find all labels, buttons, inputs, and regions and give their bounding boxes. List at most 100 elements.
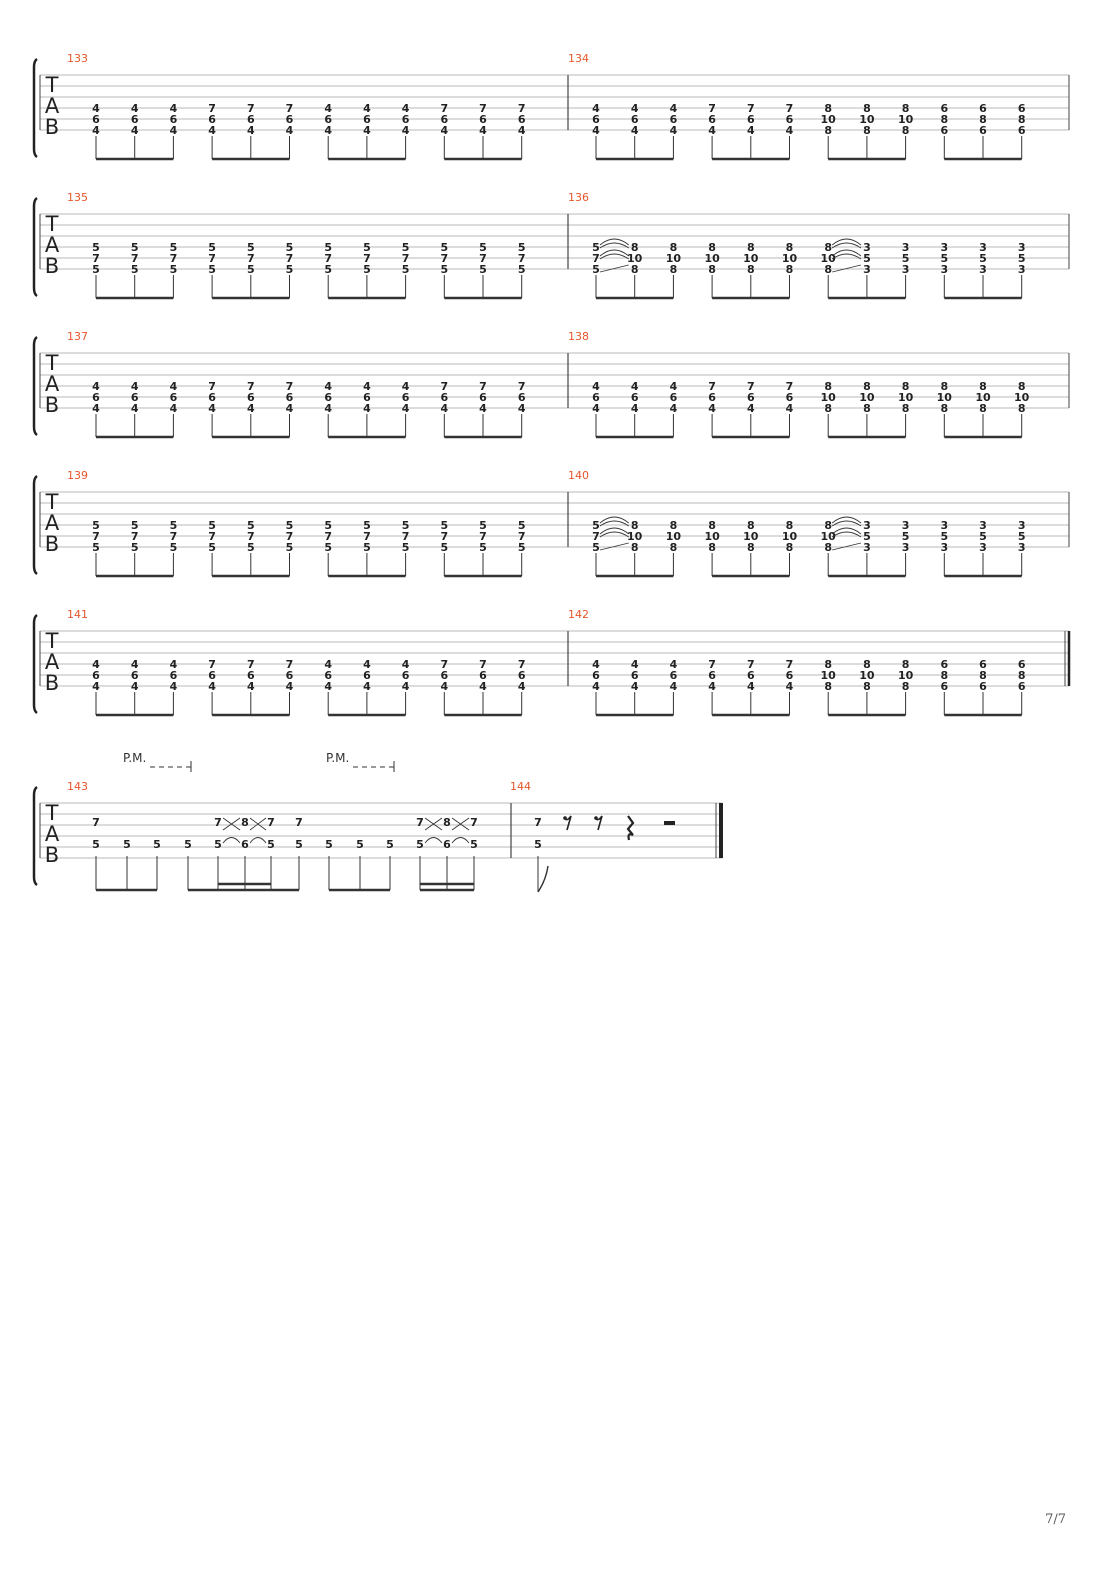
fret-number: 7 — [247, 380, 255, 393]
fret-number: 4 — [247, 680, 255, 693]
fret-number: 10 — [821, 252, 837, 265]
tab-clef-letter: A — [45, 233, 60, 257]
fret-number: 7 — [208, 380, 216, 393]
fret-number: 5 — [286, 241, 294, 254]
fret-number: 3 — [863, 519, 871, 532]
fret-number: 4 — [402, 680, 410, 693]
fret-number: 7 — [92, 816, 100, 829]
fret-number: 7 — [747, 658, 755, 671]
fret-number: 4 — [170, 680, 178, 693]
fret-number: 7 — [518, 658, 526, 671]
fret-number: 4 — [631, 380, 639, 393]
fret-number: 10 — [666, 530, 682, 543]
fret-number: 10 — [898, 113, 914, 126]
fret-number: 8 — [1018, 113, 1026, 126]
fret-number: 5 — [863, 252, 871, 265]
fret-number: 4 — [402, 380, 410, 393]
fret-number: 7 — [416, 816, 424, 829]
fret-number: 6 — [440, 113, 448, 126]
fret-number: 6 — [940, 102, 948, 115]
fret-number: 4 — [286, 402, 294, 415]
fret-number: 6 — [286, 113, 294, 126]
fret-number: 8 — [747, 263, 755, 276]
fret-number: 6 — [979, 124, 987, 137]
system-bracket — [32, 785, 38, 887]
fret-number: 6 — [92, 669, 100, 682]
fret-number: 4 — [670, 402, 678, 415]
slide-arc — [599, 253, 629, 260]
fret-number: 5 — [386, 838, 394, 851]
fret-number: 8 — [902, 680, 910, 693]
fret-number: 3 — [979, 263, 987, 276]
fret-number: 3 — [902, 519, 910, 532]
fret-number: 6 — [592, 113, 600, 126]
fret-number: 4 — [670, 380, 678, 393]
fret-number: 4 — [131, 402, 139, 415]
fret-number: 8 — [902, 658, 910, 671]
measure-number: 141 — [67, 608, 88, 621]
fret-number: 6 — [1018, 658, 1026, 671]
fret-number: 5 — [402, 541, 410, 554]
fret-number: 4 — [402, 402, 410, 415]
measure-number: 139 — [67, 469, 88, 482]
fret-number: 5 — [324, 263, 332, 276]
fret-number: 7 — [708, 658, 716, 671]
fret-number: 8 — [241, 816, 249, 829]
fret-number: 4 — [670, 124, 678, 137]
fret-number: 7 — [440, 658, 448, 671]
fret-number: 4 — [518, 124, 526, 137]
fret-number: 7 — [479, 252, 487, 265]
tab-clef-letter: B — [45, 115, 59, 139]
slide-line — [599, 542, 629, 551]
fret-number: 5 — [940, 530, 948, 543]
fret-number: 3 — [863, 241, 871, 254]
slide-arc — [831, 527, 862, 535]
fret-number: 3 — [1018, 241, 1026, 254]
fret-number: 4 — [518, 680, 526, 693]
slide-arc — [599, 531, 629, 538]
fret-number: 8 — [979, 113, 987, 126]
fret-number: 6 — [631, 391, 639, 404]
fret-number: 6 — [786, 669, 794, 682]
fret-number: 8 — [863, 380, 871, 393]
fret-number: 4 — [208, 680, 216, 693]
fret-number: 8 — [940, 380, 948, 393]
fret-number: 5 — [131, 519, 139, 532]
measure-number: 134 — [568, 52, 589, 65]
tab-clef-letter: A — [45, 511, 60, 535]
fret-number: 6 — [940, 658, 948, 671]
fret-number: 5 — [592, 519, 600, 532]
fret-number: 6 — [979, 680, 987, 693]
measure-number: 140 — [568, 469, 589, 482]
fret-number: 6 — [670, 669, 678, 682]
fret-number: 3 — [902, 263, 910, 276]
tab-clef-letter: A — [45, 372, 60, 396]
fret-number: 5 — [324, 241, 332, 254]
fret-number: 5 — [324, 541, 332, 554]
fret-number: 3 — [979, 241, 987, 254]
fret-number: 5 — [170, 519, 178, 532]
fret-number: 4 — [402, 124, 410, 137]
fret-number: 6 — [1018, 124, 1026, 137]
fret-number: 7 — [286, 530, 294, 543]
fret-number: 4 — [363, 124, 371, 137]
fret-number: 6 — [592, 669, 600, 682]
fret-number: 8 — [443, 816, 451, 829]
fret-number: 7 — [324, 530, 332, 543]
fret-number: 7 — [295, 816, 303, 829]
fret-number: 8 — [863, 402, 871, 415]
fret-number: 3 — [940, 263, 948, 276]
fret-number: 7 — [324, 252, 332, 265]
fret-number: 4 — [131, 380, 139, 393]
fret-number: 5 — [208, 519, 216, 532]
fret-number: 4 — [92, 680, 100, 693]
fret-number: 4 — [208, 124, 216, 137]
fret-number: 4 — [592, 124, 600, 137]
slide-arc — [831, 238, 862, 246]
fret-number: 7 — [440, 530, 448, 543]
fret-number: 8 — [940, 402, 948, 415]
fret-number: 7 — [402, 530, 410, 543]
quarter-rest — [626, 815, 635, 841]
fret-number: 5 — [1018, 252, 1026, 265]
system-6-text: 143 144 P.M. P.M. 7 7 8 7 7 7 8 7 5 5 5 … — [67, 751, 542, 851]
